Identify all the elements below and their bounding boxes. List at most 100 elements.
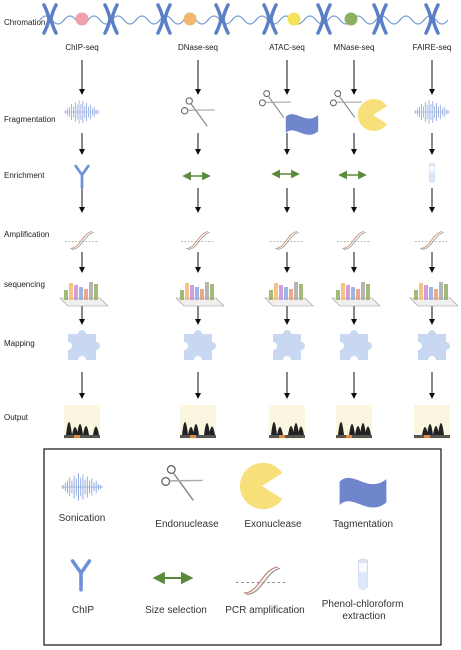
legend-item-phenol-chloroform: Phenol-chloroform extraction xyxy=(322,558,403,622)
amp-curve xyxy=(71,231,95,250)
scissors-body xyxy=(180,97,215,127)
read-bar xyxy=(419,283,423,300)
chromatid-right xyxy=(323,3,332,35)
read-bar xyxy=(64,290,68,300)
peak xyxy=(438,423,444,435)
read-bar xyxy=(351,287,355,300)
read-bar xyxy=(366,284,370,300)
puzzle-shape xyxy=(273,330,305,360)
legend-item-sonication: Sonication xyxy=(59,473,105,524)
method-label-dnase-seq: DNase-seq xyxy=(178,43,218,52)
peak xyxy=(433,426,439,435)
exonuclease-icon xyxy=(239,462,283,510)
peak xyxy=(72,427,78,435)
read-bar xyxy=(69,283,73,300)
read-bar xyxy=(269,290,273,300)
stage-label-enrichment: Enrichment xyxy=(4,171,45,180)
legend-label-chip: ChIP xyxy=(72,605,95,616)
peak xyxy=(77,424,83,435)
blade xyxy=(338,95,356,118)
read-bar xyxy=(284,287,288,300)
amplification-curve-icon xyxy=(236,566,288,595)
peak xyxy=(209,426,215,435)
exonuclease-icon xyxy=(239,462,283,510)
tagmentation-shape xyxy=(339,477,387,508)
peak xyxy=(277,427,283,435)
stage-labels: Chromation Fragmentation Enrichment Ampl… xyxy=(4,18,56,422)
read-bar xyxy=(200,289,204,300)
scissors-icon xyxy=(258,90,291,118)
method-label-mnase-seq: MNase-seq xyxy=(334,43,375,52)
amp-curve xyxy=(276,231,300,250)
peak xyxy=(338,422,344,435)
chromatid-right xyxy=(163,3,172,35)
puzzle-piece-icon xyxy=(68,330,100,360)
amp-curve xyxy=(246,567,281,595)
finger-ring xyxy=(180,107,189,115)
finger-ring xyxy=(166,465,176,475)
sequencing-plate-icon xyxy=(175,282,225,307)
read-bar xyxy=(294,282,298,300)
genome-track xyxy=(414,435,450,438)
blade xyxy=(265,101,291,103)
tube-rim xyxy=(358,558,368,563)
stage-label-output: Output xyxy=(4,413,29,422)
amp-curve xyxy=(186,231,209,249)
sequencing-plate-icon xyxy=(59,282,109,307)
output-peaks-icon xyxy=(269,405,305,439)
chromatid-left xyxy=(424,3,433,35)
chromosome-icon xyxy=(316,3,332,35)
read-bar xyxy=(341,283,345,300)
stage-label-fragmentation: Fragmentation xyxy=(4,115,56,124)
chromatid-left xyxy=(372,3,381,35)
method-labels: ChIP-seq DNase-seq ATAC-seq MNase-seq FA… xyxy=(65,43,451,52)
peak xyxy=(188,427,194,435)
read-bar xyxy=(424,285,428,300)
output-peaks-icon xyxy=(64,405,100,439)
amplification-curve-icon xyxy=(414,231,450,250)
blade xyxy=(267,95,285,118)
peak xyxy=(349,424,355,435)
peak xyxy=(293,423,299,435)
legend-label-tagmentation: Tagmentation xyxy=(333,519,393,530)
track-highlight xyxy=(74,435,80,438)
puzzle-piece-icon xyxy=(340,330,372,360)
legend-label-exonuclease: Exonuclease xyxy=(244,519,302,530)
chromatid-right xyxy=(221,3,230,35)
read-bar xyxy=(79,287,83,300)
sonication-icon xyxy=(63,100,101,124)
peak xyxy=(83,426,89,435)
chromatid-left xyxy=(156,3,165,35)
chromosome-icon xyxy=(372,3,388,35)
legend-label-size-selection: Size selection xyxy=(145,605,207,616)
amp-curve xyxy=(343,231,367,250)
read-bar xyxy=(180,290,184,300)
stage-label-chromation: Chromation xyxy=(4,18,45,27)
amplification-curve-icon xyxy=(236,566,288,595)
chromosome-icon xyxy=(42,3,58,35)
finger-ring xyxy=(334,90,342,98)
sonication-icon xyxy=(413,100,451,124)
legend-item-tagmentation: Tagmentation xyxy=(333,477,393,530)
chromatid-left xyxy=(42,3,51,35)
read-bar xyxy=(356,289,360,300)
blade xyxy=(187,109,215,111)
chromosomes xyxy=(42,3,440,35)
read-bar xyxy=(279,285,283,300)
exonuclease-icon xyxy=(357,99,387,131)
amp-curve xyxy=(420,231,443,249)
amplification-curve-icon xyxy=(336,231,372,250)
amp-curve xyxy=(342,231,365,249)
legend-label-pcr-amplification: PCR amplification xyxy=(225,605,304,616)
amp-curve xyxy=(243,566,278,594)
read-bar xyxy=(429,287,433,300)
tube-icon xyxy=(428,163,436,184)
read-bar xyxy=(84,289,88,300)
finger-ring xyxy=(263,90,271,98)
peak xyxy=(93,426,99,435)
legend-item-size-selection: Size selection xyxy=(145,571,207,616)
amp-curve xyxy=(275,231,298,249)
blade xyxy=(336,101,362,103)
method-label-atac-seq: ATAC-seq xyxy=(269,43,305,52)
